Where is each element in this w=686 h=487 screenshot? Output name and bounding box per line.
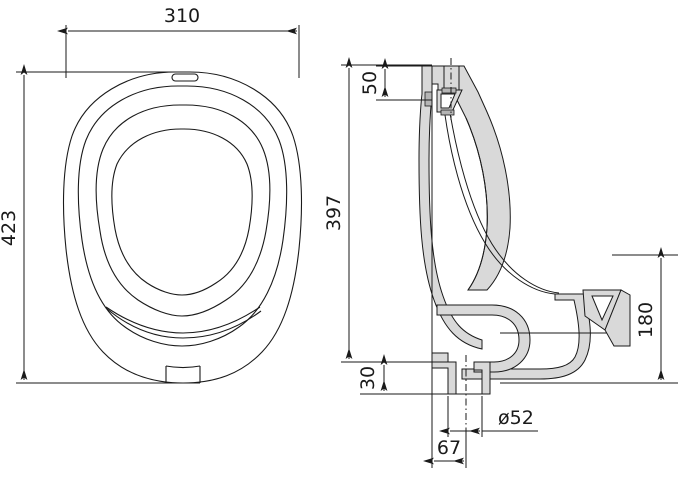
- section-bowl-outer-sweep: [465, 117, 488, 291]
- dimension-diameter-52-label: ø52: [498, 407, 534, 429]
- front-rim-inner-contour: [77, 85, 288, 347]
- dimension-50-label: 50: [359, 71, 381, 95]
- front-drain-stub: [165, 366, 201, 383]
- section-outlet-pipe: [431, 352, 449, 363]
- dimension-180-label: 180: [635, 302, 657, 338]
- dimension-423-label: 423: [0, 210, 20, 246]
- dimension-310-label: 310: [164, 5, 200, 27]
- dimension-397-label: 397: [323, 195, 345, 231]
- section-rib-triangle-inner: [591, 295, 614, 322]
- dimension-50: 50: [359, 58, 432, 101]
- dimension-423: 423: [0, 64, 200, 384]
- section-bowl-inner-curve: [442, 99, 556, 295]
- section-front-lip: [418, 65, 483, 350]
- front-waterline-upper: [105, 306, 261, 334]
- section-inlet-bore: [443, 66, 460, 90]
- dimension-310: 310: [57, 5, 300, 78]
- front-drain-stub-top: [165, 365, 201, 369]
- side-section-view: [404, 58, 631, 455]
- dimension-30-label: 30: [357, 366, 379, 390]
- section-base-ledge: [431, 361, 457, 395]
- front-waterline-lower: [105, 307, 262, 339]
- front-bowl-contour-3: [95, 104, 271, 317]
- section-bowl-inner-curve-2: [447, 100, 560, 294]
- section-inlet-seal-lower: [440, 109, 455, 116]
- front-overflow-slot: [171, 73, 199, 82]
- dimension-180: 180: [500, 247, 678, 384]
- section-wall-bracket: [424, 91, 433, 107]
- dimension-30: 30: [357, 354, 490, 395]
- dimension-67-label: 67: [437, 437, 461, 459]
- section-inlet-seal-upper: [441, 87, 457, 94]
- dimension-diameter-52: ø52: [439, 396, 538, 437]
- section-rib-block: [604, 289, 631, 347]
- front-view: [62, 71, 303, 384]
- front-bowl-contour-4: [111, 128, 253, 296]
- dimension-67: 67: [423, 396, 467, 468]
